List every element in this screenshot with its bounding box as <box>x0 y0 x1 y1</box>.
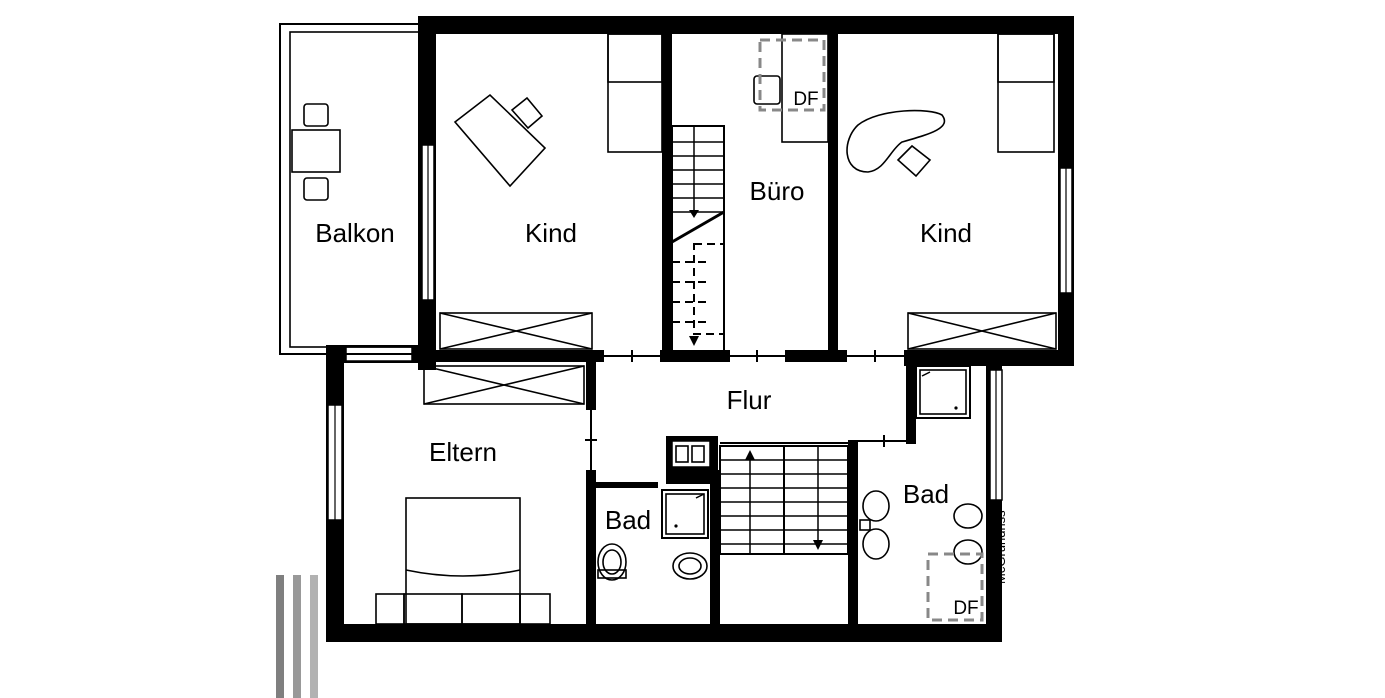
room-label-kind-right: Kind <box>920 218 972 248</box>
staircase-upper <box>671 125 725 355</box>
room-label-buero: Büro <box>750 176 805 206</box>
kind-right-furniture <box>846 33 1055 178</box>
door-openings <box>585 350 910 470</box>
bad-right-fixtures <box>859 365 984 622</box>
interior-walls <box>436 16 916 630</box>
df-marker-bad: DF <box>953 598 978 619</box>
roof-slope-left <box>276 575 318 698</box>
bad-left-fixtures <box>597 489 709 581</box>
buero-furniture <box>753 33 829 143</box>
exterior-walls <box>326 16 1074 642</box>
roof-slope-right <box>1072 0 1132 698</box>
utility-shaft <box>671 440 711 468</box>
room-label-eltern: Eltern <box>429 437 497 467</box>
room-label-kind-left: Kind <box>525 218 577 248</box>
eltern-bed <box>375 497 551 625</box>
room-label-bad-right: Bad <box>903 479 949 509</box>
room-label-balkon: Balkon <box>315 218 395 248</box>
watermark-text: McGrundriss <box>993 510 1008 584</box>
wardrobes <box>423 312 1057 405</box>
kind-left-furniture <box>453 33 663 188</box>
room-label-flur: Flur <box>727 385 772 415</box>
df-marker-buero: DF <box>793 89 818 110</box>
staircase-lower <box>719 445 849 555</box>
room-label-bad-left: Bad <box>605 505 651 535</box>
balcony <box>279 23 421 355</box>
